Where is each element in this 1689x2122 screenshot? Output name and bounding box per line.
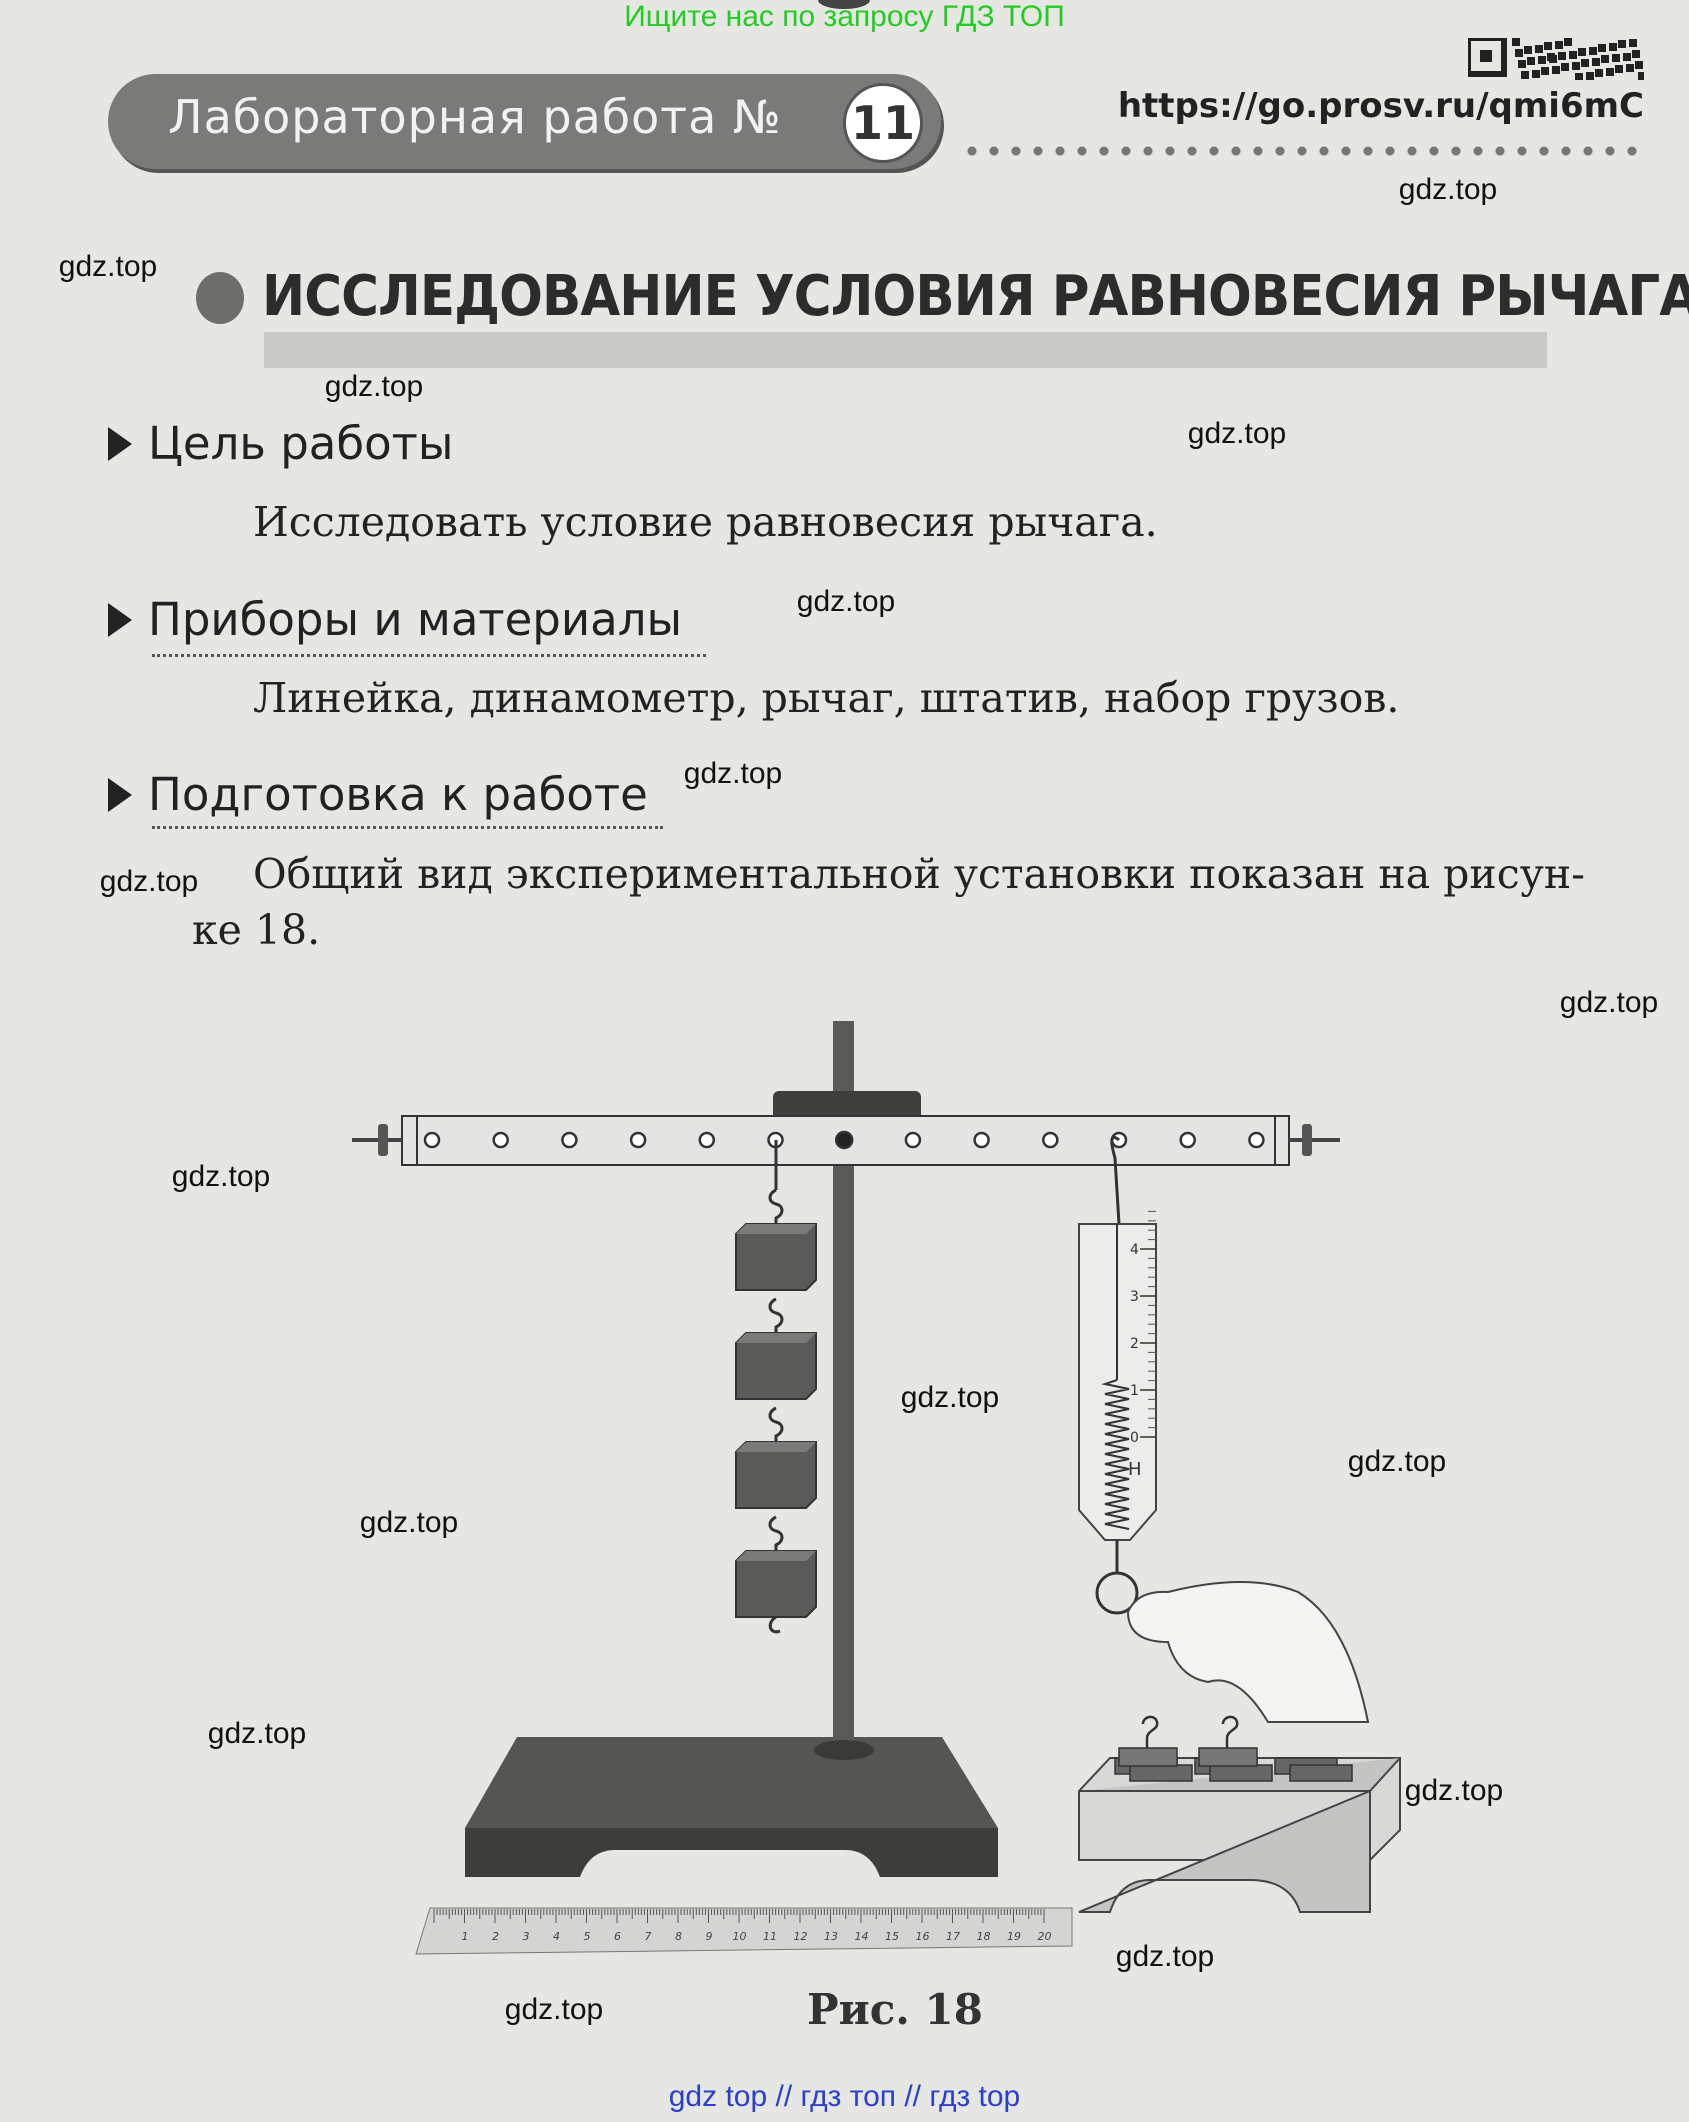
ruler-tick-label: 15 xyxy=(885,1930,899,1943)
lever-hole xyxy=(1179,1131,1196,1149)
triangle-bullet-icon xyxy=(108,603,132,637)
page-title: ИССЛЕДОВАНИЕ УСЛОВИЯ РАВНОВЕСИЯ РЫЧАГА xyxy=(262,264,1689,329)
lever-bracket xyxy=(773,1091,921,1121)
lab-work-badge: Лабораторная работа № 11 xyxy=(108,74,941,169)
watermark: gdz.top xyxy=(1115,1940,1215,1973)
section-text-preparation-cont: ке 18. xyxy=(192,906,321,954)
dotted-divider xyxy=(961,145,1641,157)
ruler-tick-label: 2 xyxy=(492,1930,499,1943)
ruler-tick-label: 17 xyxy=(946,1930,960,1943)
hand xyxy=(1126,1581,1370,1723)
watermark: gdz.top xyxy=(58,250,158,283)
figure-caption: Рис. 18 xyxy=(807,1985,983,2034)
dynamometer-tick-label: 4 xyxy=(1130,1242,1139,1258)
dynamometer-unit: Н xyxy=(1128,1459,1142,1480)
dynamometer-tick-label: 0 xyxy=(1130,1430,1139,1446)
rod-nut xyxy=(814,1740,874,1760)
ruler-tick-label: 3 xyxy=(523,1930,530,1943)
resource-link[interactable]: https://go.prosv.ru/qmi6mC xyxy=(1117,86,1644,126)
lever-hole xyxy=(834,1130,854,1150)
ruler-tick-label: 1 xyxy=(462,1930,469,1943)
lever-hole xyxy=(1248,1131,1265,1149)
section-text-goal: Исследовать условие равновесия рычага. xyxy=(253,498,1158,546)
watermark: gdz.top xyxy=(1404,1774,1504,1807)
lever xyxy=(352,1115,1340,1166)
section-heading-text: Подготовка к работе xyxy=(148,768,648,821)
watermark: gdz.top xyxy=(683,757,783,790)
lever-hole xyxy=(973,1131,990,1149)
bottom-banner: gdz top // гдз топ // гдз top xyxy=(668,2080,1021,2113)
weights-set-box xyxy=(1078,1715,1401,1913)
dynamometer-tick-label: 2 xyxy=(1130,1336,1139,1352)
ruler-tick-label: 13 xyxy=(824,1930,838,1943)
triangle-bullet-icon xyxy=(108,778,132,812)
ruler-tick-label: 19 xyxy=(1007,1930,1021,1943)
ruler-tick-label: 6 xyxy=(614,1930,621,1943)
dynamometer: 0 1 2 3 4 Н xyxy=(1078,1135,1157,1615)
section-heading-equipment: Приборы и материалы xyxy=(108,593,682,646)
stand-base xyxy=(465,0,998,1877)
watermark: gdz.top xyxy=(504,1993,604,2026)
ruler-tick-label: 5 xyxy=(584,1930,591,1943)
stand-rod xyxy=(833,1021,854,1751)
triangle-bullet-icon xyxy=(108,427,132,461)
small-weight xyxy=(1198,1747,1258,1767)
section-text-equipment: Линейка, динамометр, рычаг, штатив, набо… xyxy=(253,674,1400,722)
title-underbar xyxy=(264,332,1547,368)
title-bullet xyxy=(196,272,244,324)
ruler-tick-label: 7 xyxy=(645,1930,652,1943)
watermark: gdz.top xyxy=(1347,1445,1447,1478)
ruler-tick-label: 14 xyxy=(855,1930,869,1943)
lever-hole xyxy=(629,1131,647,1149)
dotted-underline xyxy=(152,826,663,829)
ruler-tick-label: 8 xyxy=(675,1930,682,1943)
ruler-tick-label: 4 xyxy=(553,1930,560,1943)
section-text-preparation: Общий вид экспериментальной установки по… xyxy=(253,850,1586,898)
ruler-tick-label: 10 xyxy=(733,1930,747,1943)
watermark: gdz.top xyxy=(324,370,424,403)
dynamometer-tick-label: 3 xyxy=(1130,1289,1139,1305)
section-heading-text: Приборы и материалы xyxy=(148,593,682,646)
watermark: gdz.top xyxy=(900,1381,1000,1414)
ruler-tick-label: 18 xyxy=(977,1930,991,1943)
weights-stack xyxy=(735,1140,817,1634)
watermark: gdz.top xyxy=(1187,417,1287,450)
watermark: gdz.top xyxy=(1398,173,1498,206)
watermark: gdz.top xyxy=(796,585,896,618)
ruler-tick-label: 9 xyxy=(706,1930,713,1943)
watermark: gdz.top xyxy=(1559,986,1659,1019)
lab-work-number: 11 xyxy=(843,83,923,163)
lever-hole xyxy=(698,1131,716,1149)
lever-hole xyxy=(904,1131,922,1149)
section-heading-goal: Цель работы xyxy=(108,417,453,470)
ruler-tick-label: 16 xyxy=(916,1930,930,1943)
watermark: gdz.top xyxy=(99,865,199,898)
lever-hole xyxy=(423,1131,441,1149)
qr-code-icon xyxy=(1468,38,1644,80)
lever-hole xyxy=(1042,1131,1059,1149)
section-heading-preparation: Подготовка к работе xyxy=(108,768,648,821)
watermark: gdz.top xyxy=(171,1160,271,1193)
dynamometer-ring xyxy=(1095,1571,1139,1615)
watermark: gdz.top xyxy=(207,1717,307,1750)
ruler-tick-label: 20 xyxy=(1038,1930,1052,1943)
watermark: gdz.top xyxy=(359,1506,459,1539)
lab-work-label: Лабораторная работа № xyxy=(168,90,782,144)
dynamometer-tick-label: 1 xyxy=(1130,1383,1139,1399)
dotted-underline xyxy=(152,654,706,657)
section-heading-text: Цель работы xyxy=(148,417,454,470)
ruler-tick-label: 12 xyxy=(794,1930,808,1943)
lever-hole xyxy=(492,1131,509,1149)
small-weight xyxy=(1118,1747,1178,1767)
lever-hole xyxy=(561,1131,578,1149)
ruler-tick-label: 11 xyxy=(763,1930,777,1943)
